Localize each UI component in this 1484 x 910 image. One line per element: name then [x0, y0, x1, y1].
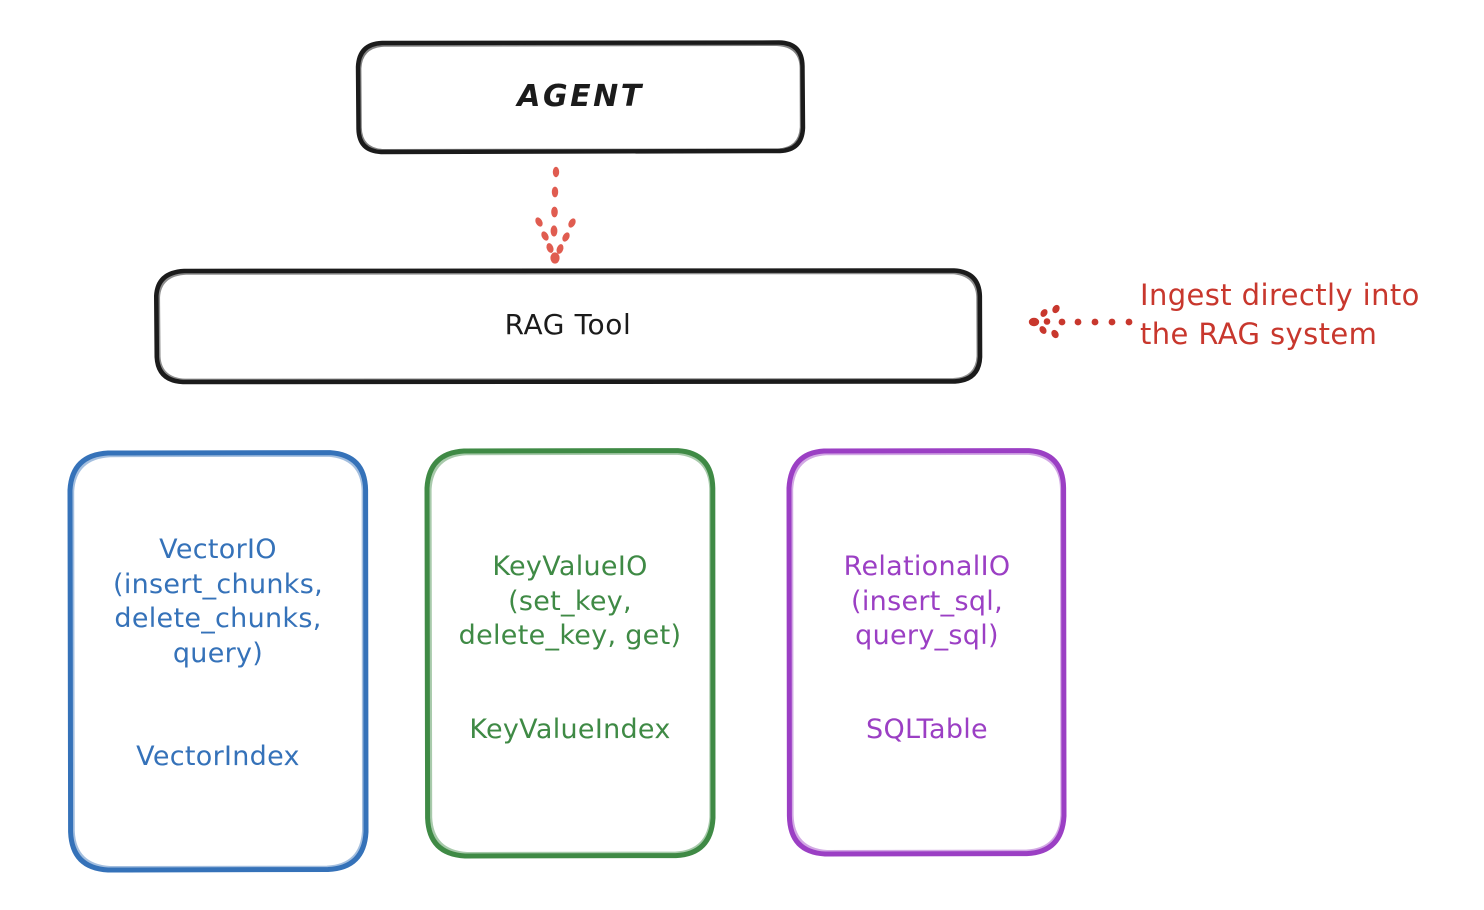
key-value-io-node-shape[interactable] [424, 448, 716, 859]
ingest-to-rag-tool-connector [1028, 304, 1133, 339]
vector-io-node-shape[interactable] [67, 450, 369, 873]
relational-io-node-shape[interactable] [786, 448, 1067, 857]
agent-node-shape[interactable] [355, 40, 806, 155]
rag-tool-node-shape[interactable] [154, 268, 983, 385]
agent-to-rag-tool-connector [535, 166, 576, 264]
